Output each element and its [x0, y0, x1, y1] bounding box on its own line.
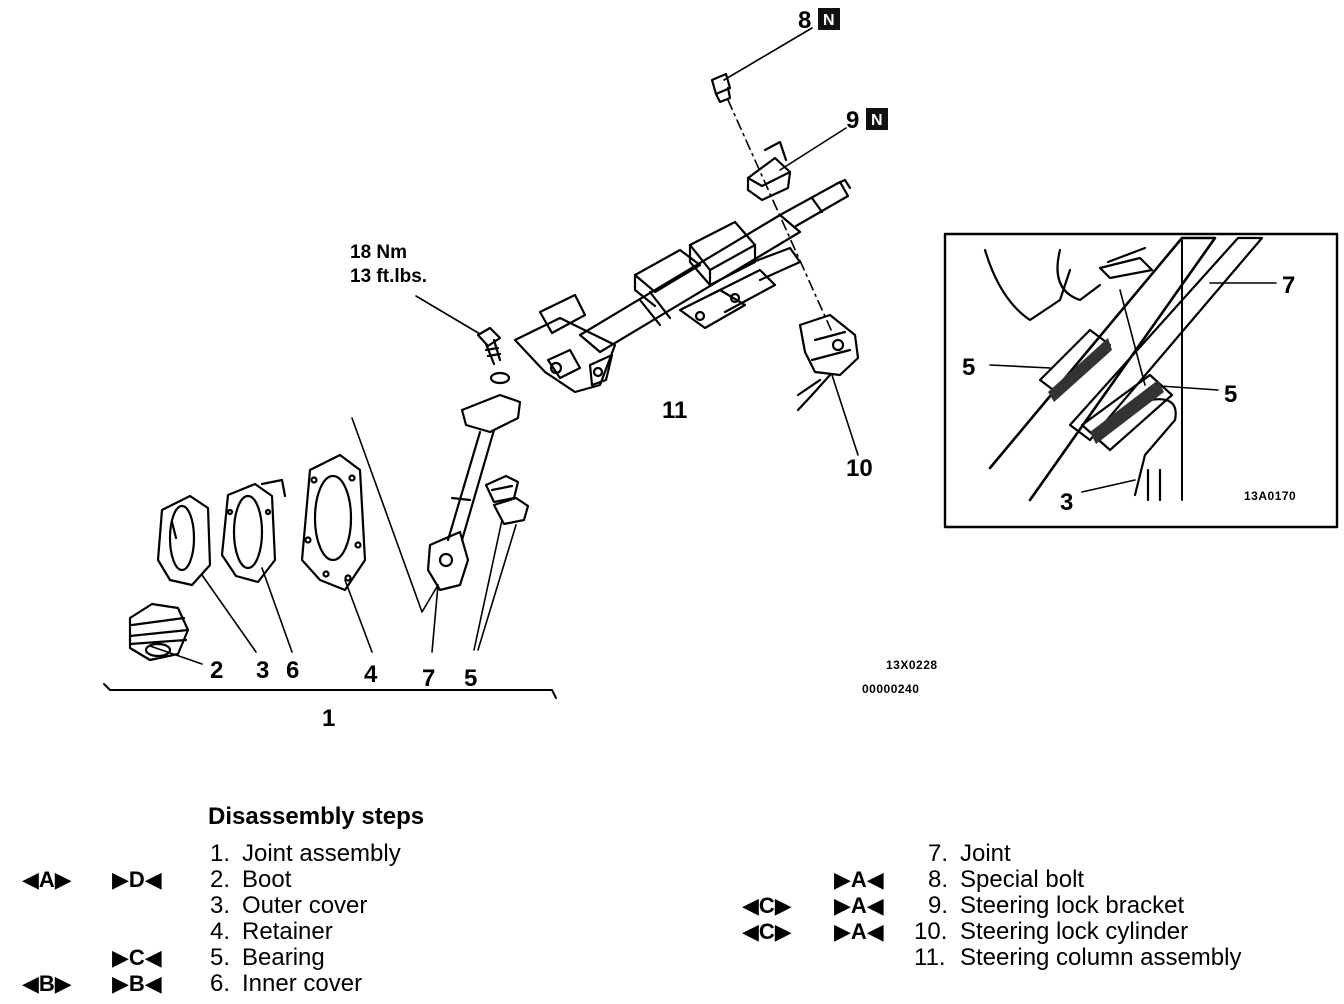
inner-cover-part	[220, 478, 287, 584]
step-6-mark-removal: ◀B▶	[22, 971, 72, 996]
step-5-label: Bearing	[242, 944, 325, 971]
bearing-parts	[484, 474, 530, 526]
step-8-number: 8.	[928, 866, 949, 893]
step-9-label: Steering lock bracket	[960, 892, 1185, 919]
step-row-4: 4. Retainer	[0, 919, 700, 945]
step-9-mark-install: ▶A◀	[834, 893, 884, 918]
callout-11: 11	[662, 397, 687, 424]
step-6-number: 6.	[210, 970, 231, 997]
outer-cover-part	[156, 494, 212, 587]
new-part-mark-8-text: N	[823, 12, 835, 29]
new-part-mark-9-text: N	[871, 112, 883, 129]
step-row-10: ◀C▶ ▶A◀ 10. Steering lock cylinder	[740, 919, 1340, 945]
step-10-label: Steering lock cylinder	[960, 918, 1189, 945]
step-4-number: 4.	[210, 918, 231, 945]
step-row-6: ◀B▶ ▶B◀ 6. Inner cover	[0, 971, 700, 997]
step-1-label: Joint assembly	[242, 840, 401, 867]
step-row-1: 1. Joint assembly	[0, 841, 700, 867]
step-8-mark-install: ▶A◀	[834, 867, 884, 892]
callout-5: 5	[464, 665, 477, 692]
step-row-3: 3. Outer cover	[0, 893, 700, 919]
callout-7: 7	[422, 665, 435, 692]
special-bolt-part	[710, 72, 732, 104]
step-9-mark-removal: ◀C▶	[742, 893, 792, 918]
steps-title: Disassembly steps	[208, 803, 425, 830]
step-7-number: 7.	[928, 840, 949, 867]
callout-10: 10	[846, 455, 873, 482]
joint-shaft	[426, 393, 522, 592]
step-2-mark-removal: ◀A▶	[22, 867, 72, 892]
step-10-number: 10.	[914, 918, 948, 945]
steering-lock-bracket-part	[746, 140, 792, 202]
torque-ftlbs: 13 ft.lbs.	[350, 266, 427, 287]
callout-3: 3	[256, 657, 269, 684]
callout-9: 9	[846, 107, 859, 134]
step-5-number: 5.	[210, 944, 231, 971]
steering-column-assembly	[513, 178, 852, 394]
step-5-mark-install: ▶C◀	[112, 945, 162, 970]
inset-callout-5-left: 5	[962, 354, 975, 381]
step-2-label: Boot	[242, 866, 292, 893]
step-row-8: ▶A◀ 8. Special bolt	[740, 867, 1340, 893]
steering-lock-cylinder-part	[796, 313, 860, 412]
figure-code-b: 00000240	[862, 682, 919, 696]
step-9-number: 9.	[928, 892, 949, 919]
inset-callout-7: 7	[1282, 272, 1295, 299]
callout-2: 2	[210, 657, 223, 684]
callout-1: 1	[322, 705, 335, 732]
callout-6: 6	[286, 657, 299, 684]
detail-inset	[943, 232, 1339, 529]
step-10-mark-removal: ◀C▶	[742, 919, 792, 944]
step-7-label: Joint	[960, 840, 1011, 867]
step-2-number: 2.	[210, 866, 231, 893]
torque-nm: 18 Nm	[350, 242, 407, 263]
step-1-number: 1.	[210, 840, 231, 867]
retainer-part	[300, 453, 367, 592]
step-3-label: Outer cover	[242, 892, 368, 919]
step-11-label: Steering column assembly	[960, 944, 1242, 971]
seal-hatching	[1048, 338, 1164, 444]
step-row-5: ▶C◀ 5. Bearing	[0, 945, 700, 971]
figure-code-a: 13X0228	[886, 658, 938, 672]
inset-callout-5-right: 5	[1224, 381, 1237, 408]
callout-4: 4	[364, 661, 378, 688]
step-3-number: 3.	[210, 892, 231, 919]
step-8-label: Special bolt	[960, 866, 1085, 893]
step-6-label: Inner cover	[242, 970, 363, 997]
step-row-11: 11. Steering column assembly	[740, 945, 1340, 971]
inset-callout-3: 3	[1060, 489, 1073, 516]
step-2-mark-install: ▶D◀	[112, 867, 162, 892]
new-part-mark-8	[818, 8, 840, 30]
step-4-label: Retainer	[242, 918, 333, 945]
step-11-number: 11.	[914, 944, 946, 971]
inset-figure-code: 13A0170	[1244, 489, 1296, 503]
step-row-9: ◀C▶ ▶A◀ 9. Steering lock bracket	[740, 893, 1340, 919]
step-row-2: ◀A▶ ▶D◀ 2. Boot	[0, 867, 700, 893]
callout-labels: 8 N 9 N 18 Nm 13 ft.lbs. 11 10 2 3 6 4 7…	[210, 7, 1296, 732]
step-6-mark-install: ▶B◀	[112, 971, 162, 996]
new-part-mark-9	[866, 108, 888, 130]
step-row-7: 7. Joint	[740, 841, 1340, 867]
boot-part	[128, 602, 190, 662]
step-10-mark-install: ▶A◀	[834, 919, 884, 944]
mounting-bolt	[476, 326, 511, 385]
callout-8: 8	[798, 7, 811, 34]
